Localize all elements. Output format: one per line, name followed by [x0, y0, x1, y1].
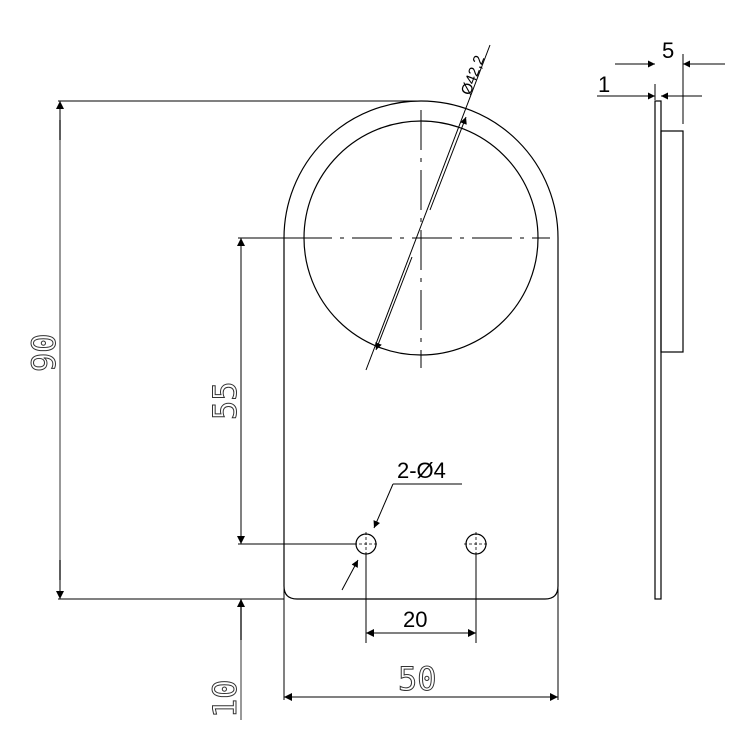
dimension-hole-spacing: 20	[365, 554, 477, 643]
plate-thickness-label: 1	[598, 72, 610, 97]
dimension-hole-offset: 10	[206, 599, 245, 720]
mounting-hole-left	[354, 532, 378, 556]
center-height-label: 55	[206, 381, 244, 420]
side-view: 5 1	[597, 38, 725, 600]
dimension-boss-diameter: Ø42,2	[365, 44, 491, 371]
mounting-hole-right	[464, 532, 488, 556]
side-boss	[660, 130, 684, 353]
overall-width-label: 50	[398, 660, 437, 698]
overall-height-label: 90	[25, 333, 63, 372]
dimension-plate-thickness: 1	[597, 72, 702, 100]
dimension-total-thickness: 5	[615, 38, 725, 68]
hole-callout: 2-Ø4	[341, 458, 462, 591]
plate-outline	[283, 100, 559, 600]
dimension-center-height: 55	[206, 237, 356, 545]
side-plate	[654, 100, 662, 600]
front-view: Ø42,2 90 55 10	[25, 44, 559, 720]
dimension-overall-width: 50	[283, 586, 559, 701]
total-thickness-label: 5	[662, 38, 674, 63]
boss-diameter-label: Ø42,2	[458, 53, 489, 97]
hole-offset-label: 10	[206, 679, 244, 718]
dimension-overall-height: 90	[25, 100, 421, 600]
hole-callout-label: 2-Ø4	[397, 458, 446, 483]
hole-spacing-label: 20	[403, 607, 427, 632]
